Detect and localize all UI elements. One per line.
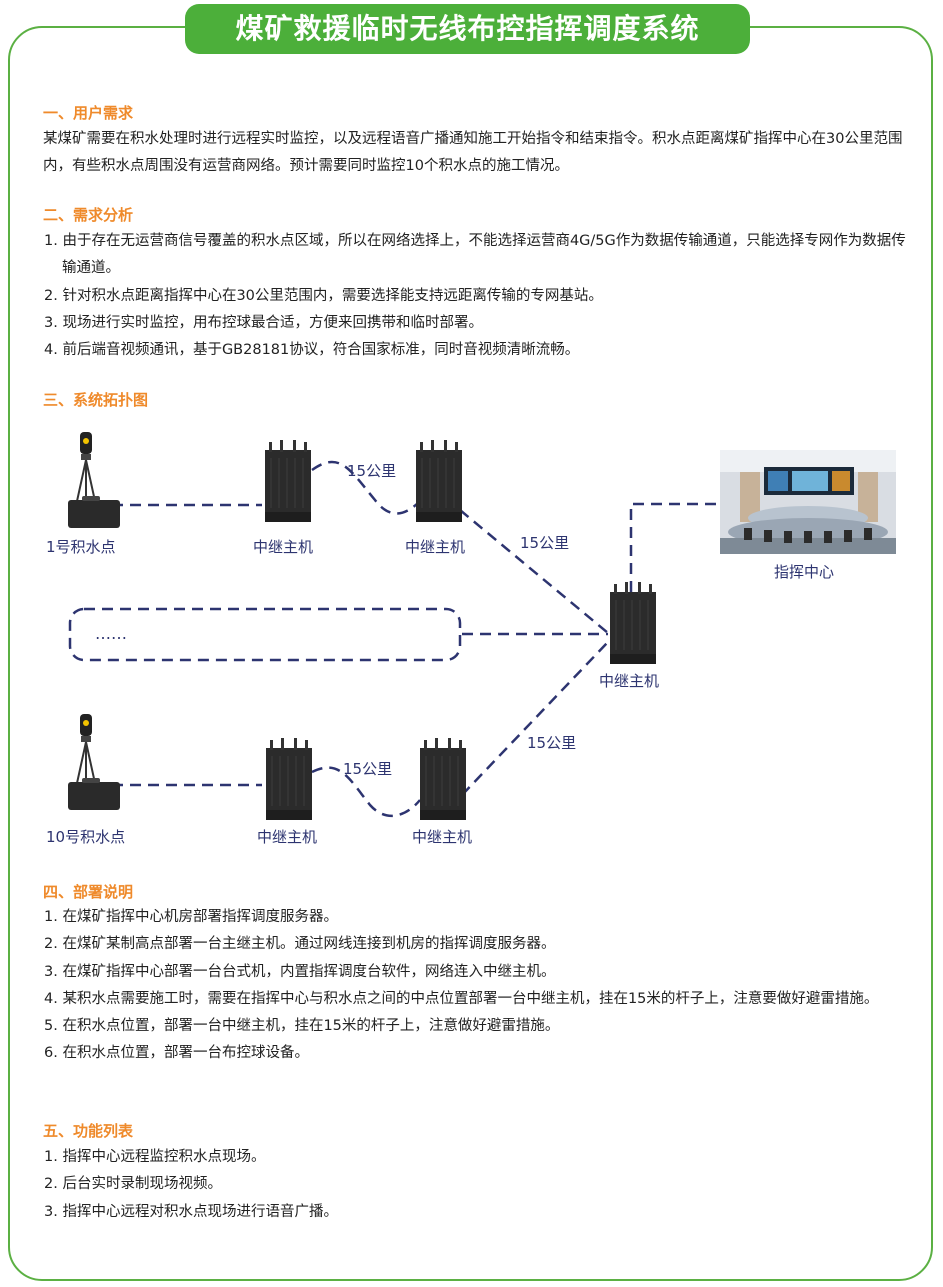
more-points-group [68, 607, 462, 662]
section-heading-deployment: 四、部署说明 [43, 883, 134, 901]
relay-host-icon [264, 439, 312, 523]
point-1-label: 1号积水点 [46, 538, 116, 556]
list-item: 1. 指挥中心远程监控积水点现场。 [44, 1149, 266, 1165]
list-item: 2. 针对积水点距离指挥中心在30公里范围内，需要选择能支持远距离传输的专网基站… [44, 287, 603, 304]
list-item: 5. 在积水点位置，部署一台中继主机，挂在15米的杆子上，注意做好避雷措施。 [44, 1018, 560, 1035]
relay-host-icon [265, 737, 313, 821]
section-heading-analysis: 二、需求分析 [43, 206, 134, 224]
list-item: 1. 由于存在无运营商信号覆盖的积水点区域，所以在网络选择上，不能选择运营商4G… [44, 233, 906, 277]
relay-label: 中继主机 [253, 538, 314, 556]
page-title: 煤矿救援临时无线布控指挥调度系统 [185, 4, 750, 54]
features-list: 1. 指挥中心远程监控积水点现场。 2. 后台实时录制现场视频。 3. 指挥中心… [44, 1144, 914, 1226]
distance-label: 15公里 [527, 734, 577, 752]
relay-label: 中继主机 [405, 538, 466, 556]
ellipsis-label: …… [95, 624, 127, 643]
ptz-camera-icon [67, 431, 121, 529]
relay-host-icon [609, 581, 657, 665]
command-center-label: 指挥中心 [774, 563, 835, 581]
topology-svg [67, 431, 896, 821]
list-item: 3. 指挥中心远程对积水点现场进行语音广播。 [44, 1203, 338, 1220]
list-item: 3. 在煤矿指挥中心部署一台台式机，内置指挥调度台软件，网络连入中继主机。 [44, 963, 556, 980]
topology-diagram: 1号积水点 中继主机 中继主机 15公里 15公里 指挥中心 …… 中继主机 1… [0, 420, 943, 870]
distance-label: 15公里 [347, 462, 397, 480]
user-needs-text: 某煤矿需要在积水处理时进行远程实时监控，以及远程语音广播通知施工开始指令和结束指… [43, 131, 903, 174]
connection-lines [112, 460, 720, 818]
deployment-list: 1. 在煤矿指挥中心机房部署指挥调度服务器。 2. 在煤矿某制高点部署一台主继主… [44, 904, 914, 1068]
relay-host-icon [415, 439, 463, 523]
distance-label: 15公里 [343, 760, 393, 778]
list-item: 2. 在煤矿某制高点部署一台主继主机。通过网线连接到机房的指挥调度服务器。 [44, 936, 556, 953]
relay-label: 中继主机 [599, 672, 660, 690]
list-item: 2. 后台实时录制现场视频。 [44, 1176, 222, 1193]
relay-host-icon [419, 737, 467, 821]
list-item: 4. 前后端音视频通讯，基于GB28181协议，符合国家标准，同时音视频清晰流畅… [44, 342, 580, 359]
distance-label: 15公里 [520, 534, 570, 552]
section-heading-topology: 三、系统拓扑图 [43, 391, 149, 409]
ptz-camera-icon [67, 713, 121, 811]
list-item: 3. 现场进行实时监控，用布控球最合适，方便来回携带和临时部署。 [44, 314, 483, 331]
list-item: 6. 在积水点位置，部署一台布控球设备。 [44, 1045, 309, 1062]
section-heading-user-needs: 一、用户需求 [43, 104, 134, 122]
relay-label: 中继主机 [412, 828, 473, 846]
relay-label: 中继主机 [257, 828, 318, 846]
point-10-label: 10号积水点 [46, 828, 126, 846]
list-item: 4. 某积水点需要施工时，需要在指挥中心与积水点之间的中点位置部署一台中继主机，… [44, 990, 879, 1007]
list-item: 1. 在煤矿指挥中心机房部署指挥调度服务器。 [44, 909, 338, 925]
analysis-list: 1. 由于存在无运营商信号覆盖的积水点区域，所以在网络选择上，不能选择运营商4G… [44, 228, 914, 364]
section-heading-features: 五、功能列表 [43, 1122, 134, 1140]
command-center-image [720, 450, 896, 554]
